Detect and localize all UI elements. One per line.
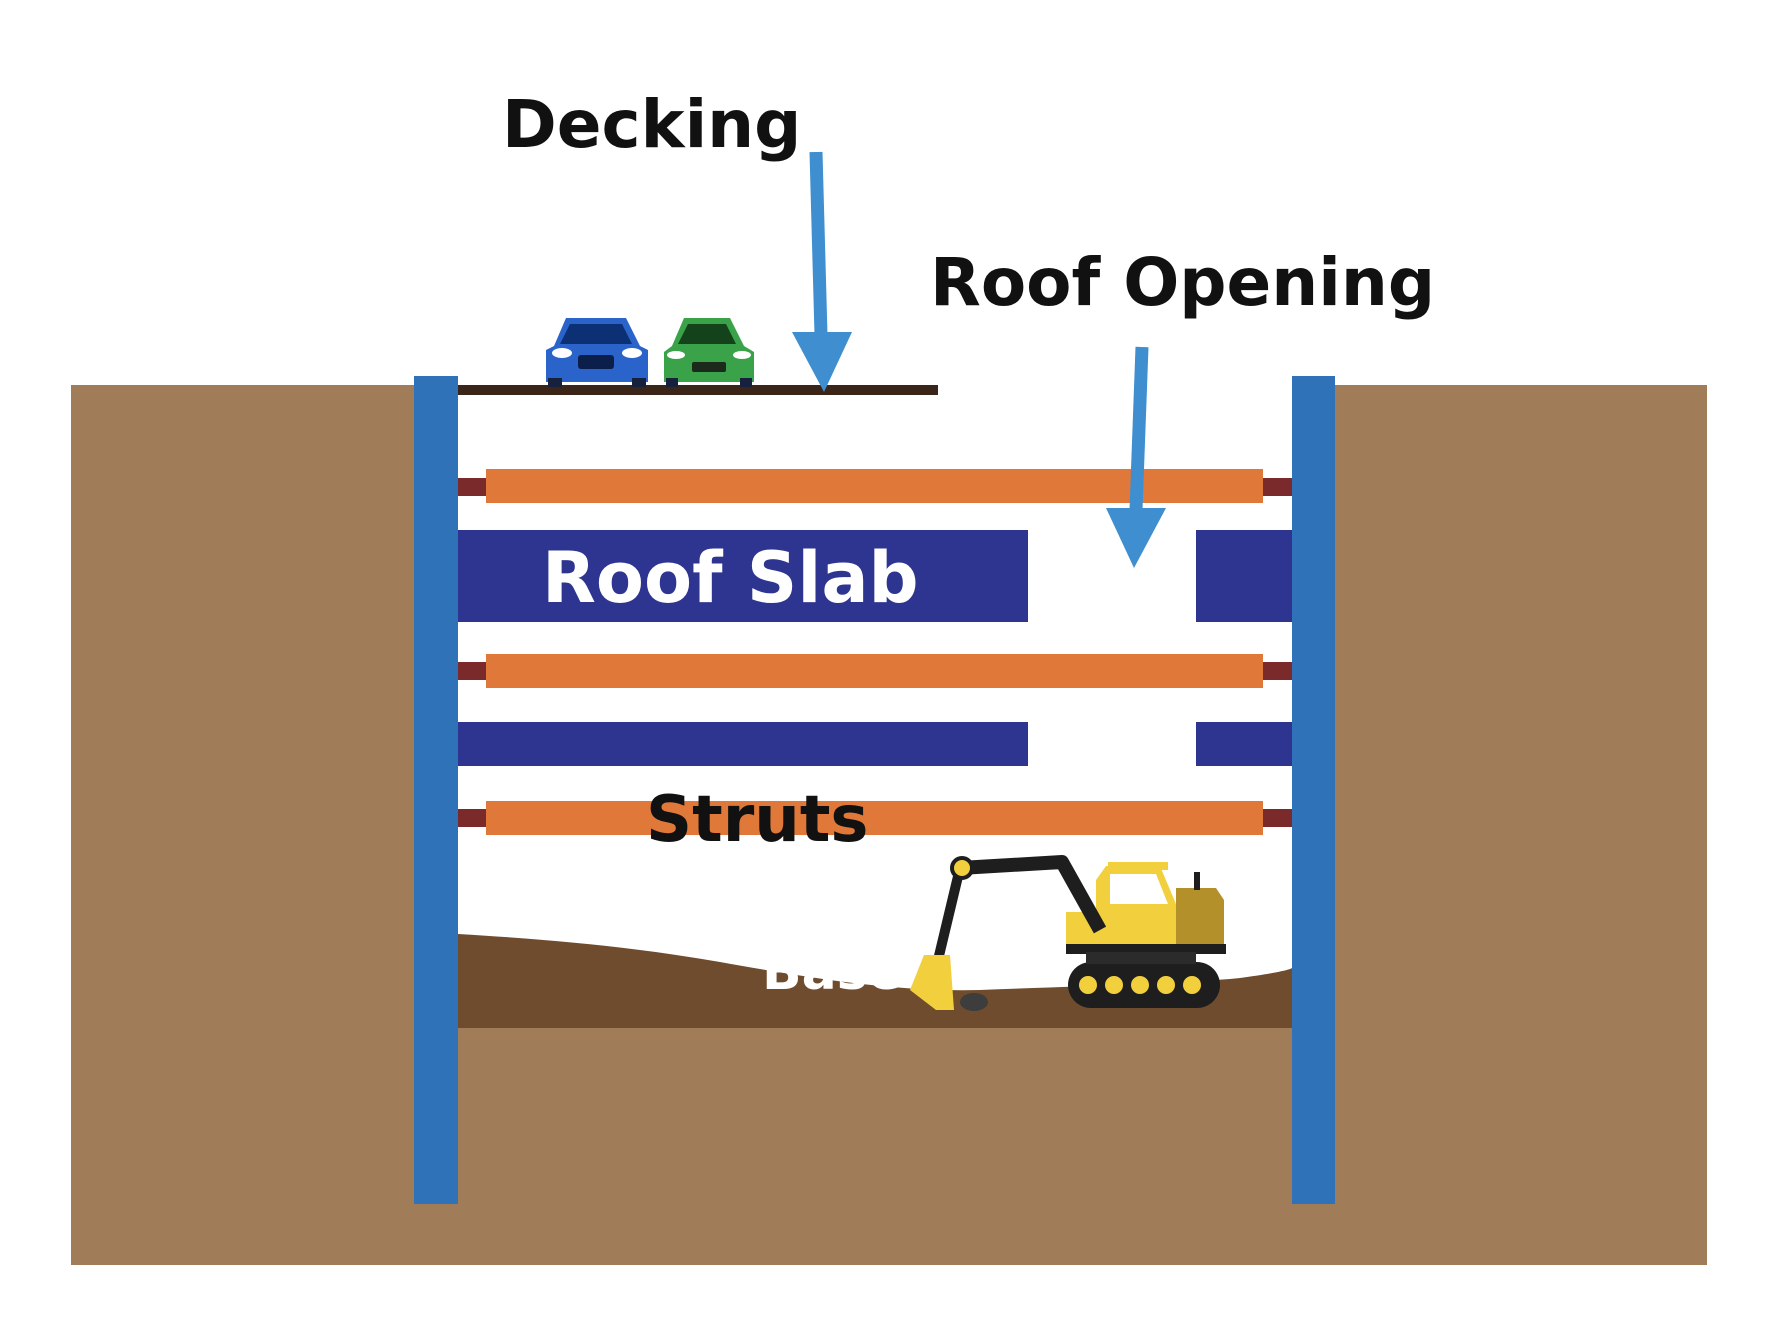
soil-right bbox=[1330, 385, 1707, 1265]
roof-opening-label: Roof Opening bbox=[930, 244, 1436, 321]
decking-platform bbox=[458, 385, 938, 395]
strut-level-3 bbox=[458, 801, 1292, 835]
soil-left bbox=[71, 385, 417, 1265]
soil-bottom bbox=[417, 1025, 1330, 1265]
strut-level-1 bbox=[458, 469, 1292, 503]
car-icon bbox=[546, 318, 648, 387]
diaphragm-wall-right bbox=[1292, 376, 1335, 1204]
roof-slab-left bbox=[458, 530, 1028, 622]
struts-label: Struts bbox=[646, 783, 869, 857]
intermediate-slab-right bbox=[1196, 722, 1292, 766]
strut-level-2 bbox=[458, 654, 1292, 688]
excavator-icon bbox=[910, 855, 1226, 1011]
roof-opening-arrow-icon bbox=[1106, 346, 1166, 568]
car-icon bbox=[664, 318, 754, 387]
roof-slab-label: Roof Slab bbox=[542, 537, 919, 619]
decking-arrow-icon bbox=[792, 151, 852, 392]
roof-slab-right bbox=[1196, 530, 1292, 622]
decking-label: Decking bbox=[502, 86, 802, 163]
diaphragm-wall-left bbox=[414, 376, 458, 1204]
intermediate-slab-left bbox=[458, 722, 1028, 766]
base-label: Base bbox=[762, 942, 903, 1002]
